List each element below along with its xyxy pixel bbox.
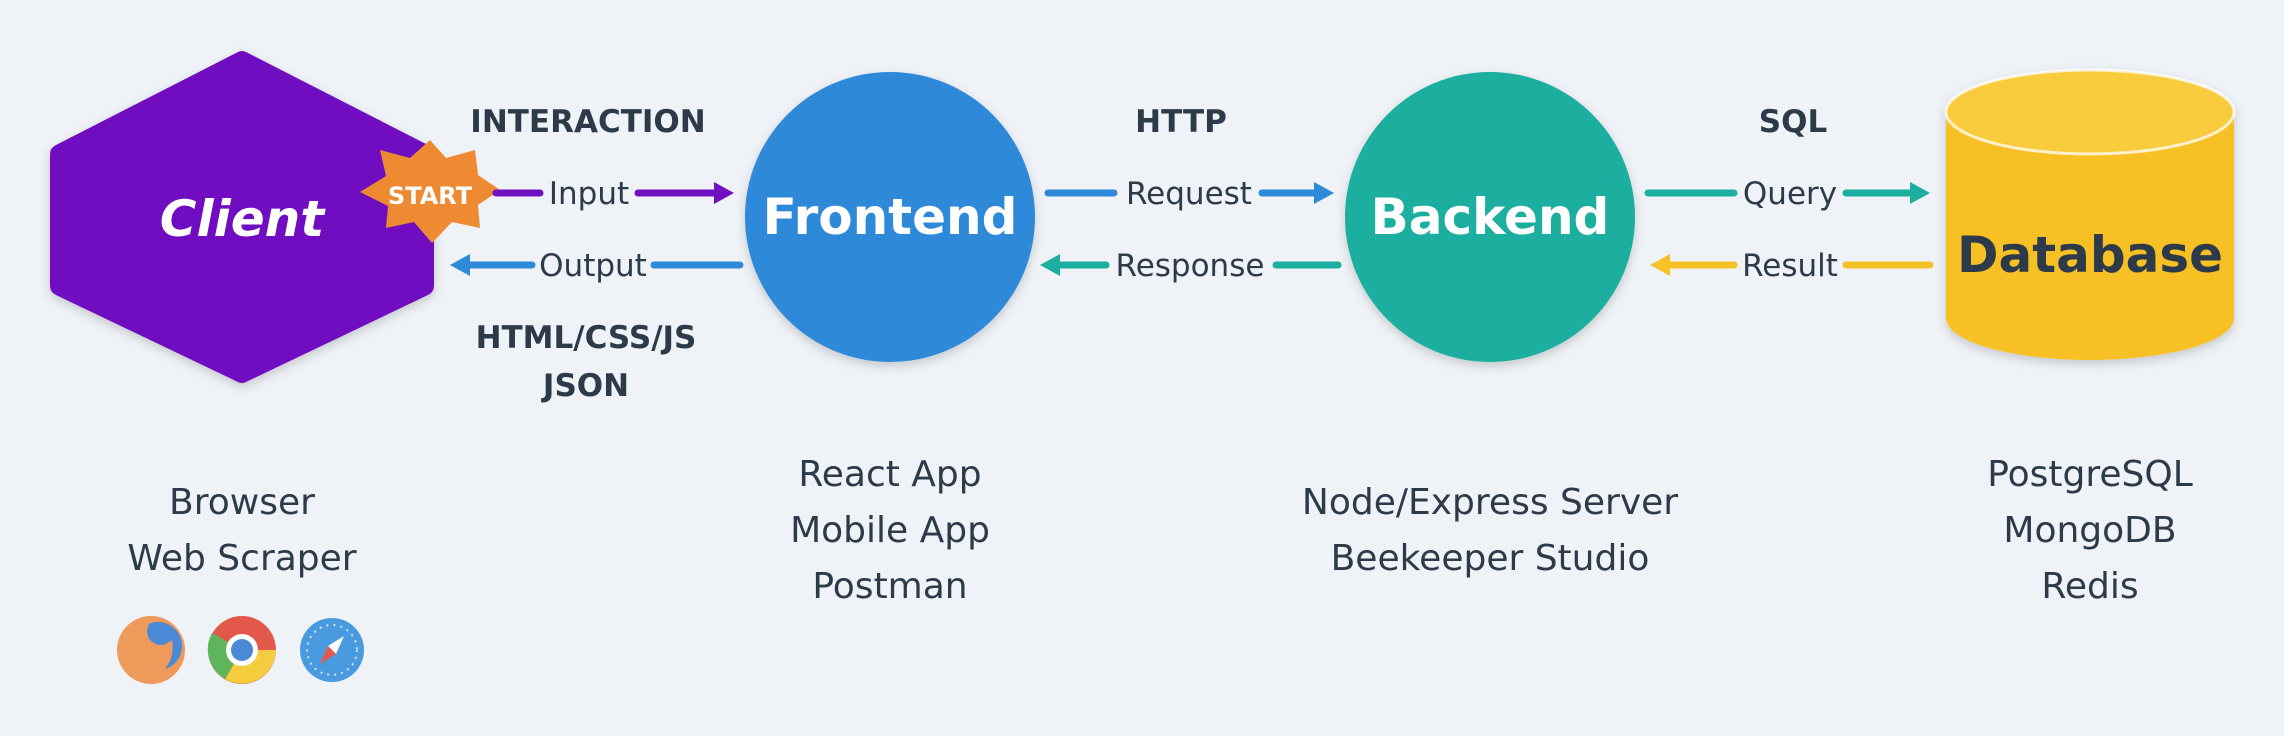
start-badge: START (360, 140, 500, 243)
caption-line: Web Scraper (127, 538, 356, 579)
backend-label: Backend (1371, 188, 1610, 246)
input-arrow (492, 182, 734, 204)
protocol-interaction: INTERACTION (470, 104, 705, 140)
query-arrow (1644, 182, 1930, 204)
protocol-http: HTTP (1135, 104, 1227, 140)
caption-line: PostgreSQL (1987, 454, 2193, 495)
client-node (50, 51, 434, 383)
input-label: Input (549, 176, 629, 212)
backend-caption: Node/Express Server Beekeeper Studio (1302, 482, 1678, 579)
output-label: Output (539, 248, 647, 284)
caption-line: Redis (2041, 566, 2138, 607)
result-arrow (1650, 254, 1934, 276)
caption-line: Browser (169, 482, 315, 523)
client-caption: Browser Web Scraper (127, 482, 356, 579)
safari-icon (300, 618, 364, 682)
caption-line: MongoDB (2003, 510, 2176, 551)
frontend-label: Frontend (763, 188, 1018, 246)
firefox-icon (117, 616, 185, 684)
database-caption: PostgreSQL MongoDB Redis (1987, 454, 2193, 607)
start-label: START (388, 182, 473, 210)
request-label: Request (1126, 176, 1252, 212)
output-arrow (450, 254, 744, 276)
query-label: Query (1743, 176, 1837, 212)
caption-line: React App (798, 454, 981, 495)
response-label: Response (1116, 248, 1265, 284)
caption-line: Beekeeper Studio (1331, 538, 1650, 579)
protocol-json: JSON (541, 368, 629, 404)
database-node (1944, 68, 2236, 360)
frontend-caption: React App Mobile App Postman (790, 454, 990, 607)
response-arrow (1040, 254, 1342, 276)
frontend-node (745, 72, 1035, 362)
backend-node (1345, 72, 1635, 362)
database-label: Database (1957, 226, 2223, 284)
chrome-icon (207, 616, 276, 684)
protocol-html-css-js: HTML/CSS/JS (476, 320, 697, 356)
request-arrow (1044, 182, 1334, 204)
protocol-sql: SQL (1759, 104, 1827, 140)
caption-line: Postman (812, 566, 967, 607)
caption-line: Node/Express Server (1302, 482, 1678, 523)
result-label: Result (1742, 248, 1838, 284)
caption-line: Mobile App (790, 510, 990, 551)
client-label: Client (160, 190, 326, 248)
